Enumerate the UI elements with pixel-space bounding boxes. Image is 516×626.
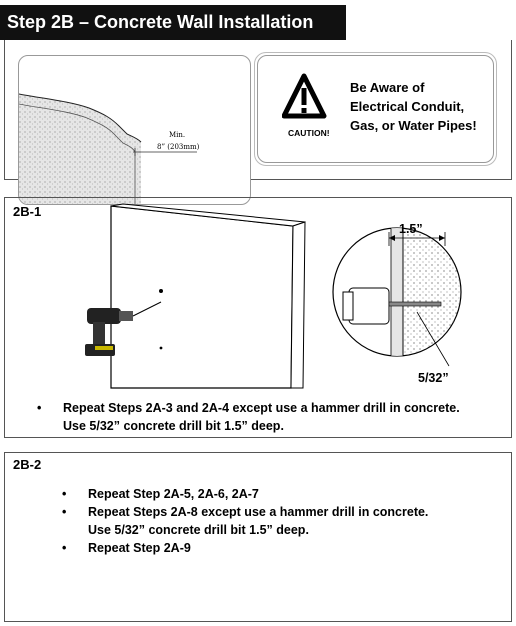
caution-panel: CAUTION! Be Aware of Electrical Conduit,… — [257, 55, 494, 163]
step-2b-1-section: 2B-1 — [4, 197, 512, 438]
hammer-drill-icon — [85, 301, 162, 356]
caution-line: Gas, or Water Pipes! — [350, 118, 477, 133]
warning-triangle-icon — [282, 73, 327, 119]
caution-line: Electrical Conduit, — [350, 99, 465, 114]
list-item: • Repeat Step 2A-5, 2A-6, 2A-7 — [62, 485, 259, 503]
wall-cutout-drawing — [19, 93, 197, 204]
depth-measurement: 1.5” — [399, 222, 423, 236]
caution-label: CAUTION! — [288, 128, 330, 138]
bullet: • — [62, 541, 67, 555]
step-2b-2-section: 2B-2 • Repeat Step 2A-5, 2A-6, 2A-7 • Re… — [4, 452, 512, 622]
instruction-line: Repeat Step 2A-5, 2A-6, 2A-7 — [88, 487, 259, 501]
drill-illustration — [85, 203, 462, 389]
instruction-line: Repeat Steps 2A-8 except use a hammer dr… — [88, 505, 429, 519]
intro-section: Min. 8” (203mm) CAUTION! Be Aware of Ele… — [4, 40, 512, 205]
caution-message: Be Aware of Electrical Conduit, Gas, or … — [350, 78, 490, 135]
instruction-line: Use 5/32” concrete drill bit 1.5” deep. — [88, 523, 309, 537]
bullet: • — [37, 401, 42, 415]
wall-cutout-illustration: Min. 8” (203mm) — [18, 55, 251, 205]
list-item: • Repeat Steps 2A-8 except use a hammer … — [62, 503, 428, 539]
step-label: 2B-1 — [13, 204, 42, 219]
instruction-line: Repeat Steps 2A-3 and 2A-4 except use a … — [63, 401, 460, 415]
min-value: 8” (203mm) — [157, 143, 200, 151]
min-label: Min. — [169, 131, 186, 139]
caution-line: Be Aware of — [350, 80, 425, 95]
instruction-line: Repeat Step 2A-9 — [88, 541, 191, 555]
bullet: • — [62, 505, 67, 519]
list-item: • Repeat Step 2A-9 — [62, 539, 191, 557]
bullet: • — [62, 487, 67, 501]
instruction-line: Use 5/32” concrete drill bit 1.5” deep. — [63, 419, 284, 433]
list-item: • Repeat Steps 2A-3 and 2A-4 except use … — [37, 399, 460, 435]
caution-frame — [254, 52, 497, 166]
page-title: Step 2B – Concrete Wall Installation — [0, 5, 346, 40]
bit-size-measurement: 5/32” — [418, 371, 449, 385]
step-label: 2B-2 — [13, 457, 42, 472]
